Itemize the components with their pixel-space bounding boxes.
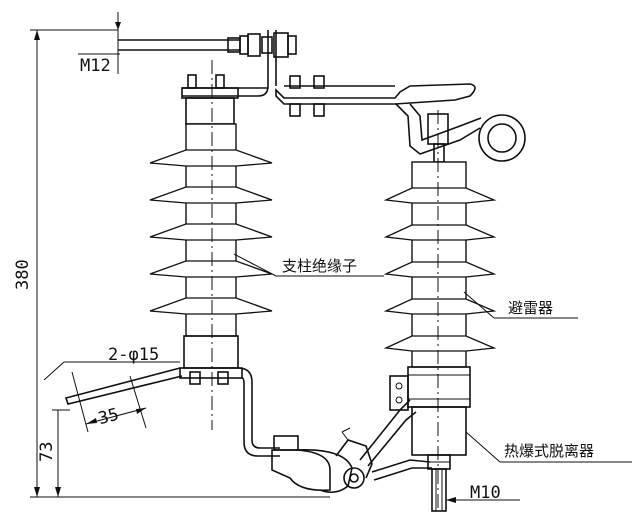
lower-bracket [237, 367, 353, 494]
post-insulator-body [149, 60, 273, 430]
dimension-overall-height-label: 380 [13, 259, 33, 290]
label-post-insulator: 支柱绝缘子 [282, 257, 357, 275]
dimension-lower-height [52, 409, 70, 497]
post-insulator-bottom-cap [179, 335, 243, 385]
leader-post-insulator [233, 253, 384, 277]
arrester-ring-fitting [395, 103, 526, 163]
bottom-mounting-bracket [43, 361, 183, 433]
dimension-m12-label: M12 [80, 56, 111, 76]
dimension-m10 [446, 497, 520, 503]
post-insulator-top-cap [181, 74, 239, 125]
top-mounting-bar [118, 32, 297, 58]
leader-arrester [463, 291, 578, 319]
arrester-body [383, 110, 497, 512]
dimension-m12 [78, 12, 121, 74]
arrester-base [389, 366, 471, 512]
dimension-hole-spacing-label: 35 [96, 405, 121, 430]
dimension-lower-height-label: 73 [37, 442, 57, 462]
label-arrester: 避雷器 [508, 299, 553, 317]
connecting-arm [275, 75, 476, 117]
leader-disconnector [465, 431, 632, 463]
dimension-mount-holes-label: 2-φ15 [108, 345, 159, 365]
label-disconnector: 热爆式脱离器 [504, 442, 594, 460]
dimension-m10-label: M10 [470, 483, 501, 503]
dimension-overall-height [30, 29, 330, 498]
